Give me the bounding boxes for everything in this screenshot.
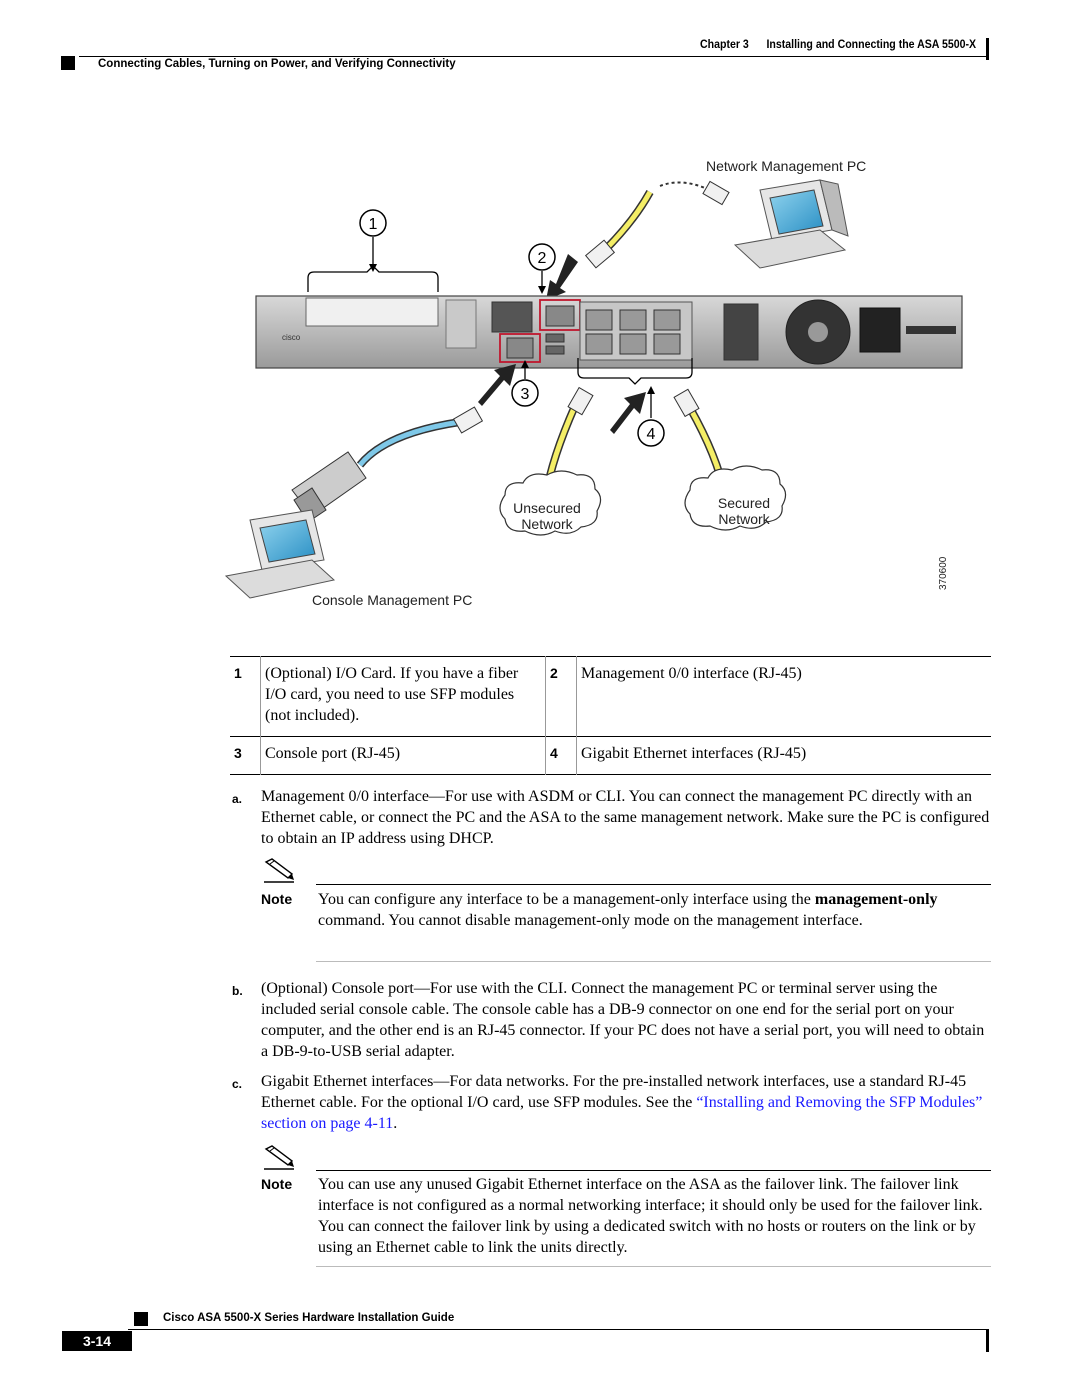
step-a-text: Management 0/0 interface—For use with AS… <box>261 788 990 847</box>
note-pencil-icon <box>264 858 294 883</box>
table-row: 1 (Optional) I/O Card. If you have a fib… <box>230 656 991 737</box>
section-header: Connecting Cables, Turning on Power, and… <box>98 58 456 70</box>
callout-4-label: 4 <box>647 426 656 443</box>
unsecured-label-line2: Network <box>521 516 573 532</box>
header-rule <box>79 56 989 57</box>
note-2-bottom-rule <box>316 1266 991 1267</box>
step-c-text-post: . <box>393 1115 398 1132</box>
step-c-text-pre: Gigabit Ethernet interfaces—For data net… <box>261 1073 967 1111</box>
note-2-label: Note <box>261 1176 293 1192</box>
step-c-text: Gigabit Ethernet interfaces—For data net… <box>261 1071 992 1134</box>
step-b-marker: b. <box>232 984 243 998</box>
footer-square <box>134 1312 148 1326</box>
callout-1: 1 <box>307 209 439 292</box>
svg-text:cisco: cisco <box>282 333 301 342</box>
note-1-bottom-rule <box>316 961 991 962</box>
unsecured-network-cloud <box>499 470 602 536</box>
legend-desc: Console port (RJ-45) <box>260 736 546 775</box>
callout-2-label: 2 <box>538 250 547 267</box>
connection-diagram: 1 2 cisco <box>220 150 990 620</box>
secured-label-line1: Secured <box>717 495 771 511</box>
network-mgmt-cable <box>584 180 730 269</box>
note-2-text: You can use any unused Gigabit Ethernet … <box>318 1176 983 1256</box>
callout-3-label: 3 <box>521 386 530 403</box>
table-row: 3 Console port (RJ-45) 4 Gigabit Etherne… <box>230 736 991 775</box>
figure-legend: 1 (Optional) I/O Card. If you have a fib… <box>230 656 991 775</box>
callout-3: 3 <box>478 360 539 407</box>
note-1-text: You can configure any interface to be a … <box>318 889 990 931</box>
network-mgmt-pc-label: Network Management PC <box>706 158 867 174</box>
legend-num: 2 <box>545 656 577 737</box>
unsecured-label-line1: Unsecured <box>513 500 581 516</box>
step-a: a. Management 0/0 interface—For use with… <box>232 786 992 849</box>
diagram-svg: 1 2 cisco <box>224 179 963 599</box>
note-1-command: management-only <box>814 891 938 908</box>
note-1-text-pre: You can configure any interface to be a … <box>318 891 815 908</box>
footer-rule <box>128 1329 989 1330</box>
chapter-header: Chapter 3 Installing and Connecting the … <box>699 39 976 51</box>
footer-bar <box>986 1330 989 1352</box>
legend-desc: Management 0/0 interface (RJ-45) <box>581 665 802 682</box>
asa-chassis: cisco <box>255 295 963 369</box>
legend-num: 1 <box>230 656 261 737</box>
network-management-pc <box>733 179 849 269</box>
step-c-marker: c. <box>232 1077 243 1091</box>
unsecured-label: Unsecured Network <box>507 500 587 532</box>
note-1-text-post: command. You cannot disable management-o… <box>318 912 863 929</box>
console-management-pc <box>224 509 336 599</box>
secured-label-line2: Network <box>718 511 770 527</box>
callout-2: 2 <box>528 243 578 300</box>
console-mgmt-pc-label: Console Management PC <box>312 592 473 608</box>
footer-guide-title: Cisco ASA 5500-X Series Hardware Install… <box>163 1312 455 1324</box>
secured-label: Secured Network <box>704 495 784 527</box>
header-square <box>61 56 75 70</box>
legend-desc: (Optional) I/O Card. If you have a fiber… <box>260 656 546 737</box>
step-a-marker: a. <box>232 792 243 806</box>
legend-num: 4 <box>545 736 577 775</box>
page-number: 3-14 <box>62 1331 132 1351</box>
legend-table: 1 (Optional) I/O Card. If you have a fib… <box>230 656 991 775</box>
sfp-modules-link[interactable]: “Installing and Removing the SFP Modules… <box>261 1094 983 1132</box>
legend-num: 3 <box>230 736 261 775</box>
step-c: c. Gigabit Ethernet interfaces—For data … <box>232 1071 992 1134</box>
callout-1-label: 1 <box>369 216 378 233</box>
note-2-top-rule <box>316 1170 991 1171</box>
note-1-label: Note <box>261 891 293 907</box>
legend-desc: Gigabit Ethernet interfaces (RJ-45) <box>581 745 807 762</box>
note-1-top-rule <box>316 884 991 885</box>
figure-id: 370600 <box>938 556 949 590</box>
note-pencil-icon <box>264 1145 294 1170</box>
step-b: b. (Optional) Console port—For use with … <box>232 978 992 1062</box>
console-cable <box>291 406 484 523</box>
step-b-text: (Optional) Console port—For use with the… <box>261 980 985 1060</box>
secured-network-cloud <box>684 465 787 531</box>
header-bar <box>986 38 989 60</box>
callout-4: 4 <box>577 358 693 447</box>
